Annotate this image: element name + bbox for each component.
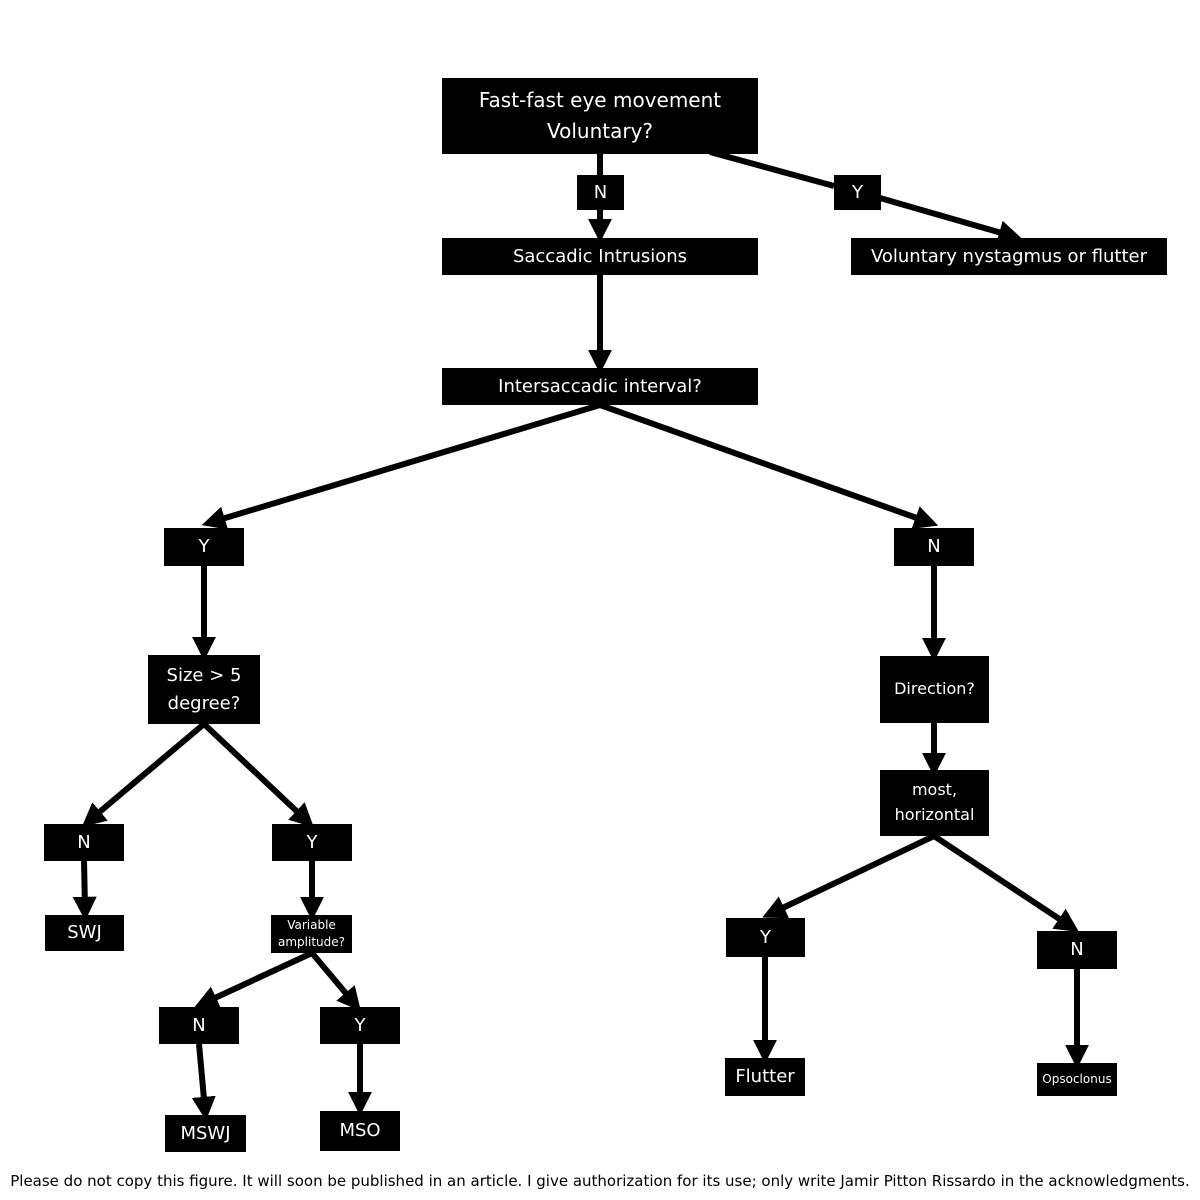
voluntary-yes-label: Y	[834, 175, 881, 210]
connector-n-swj	[72, 859, 97, 921]
root-title: Fast-fast eye movement	[478, 88, 722, 112]
connector-inter-y	[201, 402, 601, 530]
copyright-notice: Please do not copy this figure. It will …	[10, 1172, 1190, 1190]
connector-root-y	[709, 149, 835, 189]
variable-no-label: N	[159, 1007, 239, 1044]
connector-n-mswj	[191, 1043, 216, 1121]
swj-node: SWJ	[45, 915, 124, 951]
direction-node: Direction?	[880, 656, 989, 723]
root-question: Voluntary?	[546, 119, 654, 143]
connector-horiz-n	[932, 833, 1080, 932]
connector-size-y	[201, 721, 314, 828]
horizontal-yes-label: Y	[726, 918, 805, 957]
flutter-node: Flutter	[725, 1058, 805, 1096]
mswj-node: MSWJ	[165, 1115, 246, 1152]
connector-y-voluntary	[879, 195, 1023, 244]
variable-yes-label: Y	[320, 1007, 400, 1044]
connector-horiz-y	[762, 833, 936, 919]
connector-var-y	[309, 951, 361, 1012]
opsoclonus-node: Opsoclonus	[1037, 1063, 1117, 1096]
root-node: Fast-fast eye movement Voluntary?	[442, 78, 758, 154]
mso-node: MSO	[320, 1111, 400, 1151]
voluntary-nystagmus-node: Voluntary nystagmus or flutter	[851, 238, 1167, 275]
size-degree-node: Size > 5 degree?	[148, 655, 260, 724]
voluntary-no-label: N	[577, 175, 624, 210]
intersaccadic-no-label: N	[894, 528, 974, 566]
connector-var-n	[194, 950, 314, 1009]
connector-inter-n	[598, 402, 939, 529]
saccadic-intrusions-node: Saccadic Intrusions	[442, 238, 758, 275]
horizontal-node: most, horizontal	[880, 770, 989, 836]
connector-size-n	[81, 721, 206, 827]
variable-amplitude-node: Variable amplitude?	[271, 915, 352, 953]
intersaccadic-interval-node: Intersaccadic interval?	[442, 368, 758, 405]
size-yes-label: Y	[272, 824, 352, 861]
size-no-label: N	[44, 824, 124, 861]
horizontal-no-label: N	[1037, 931, 1117, 969]
intersaccadic-yes-label: Y	[164, 528, 244, 566]
